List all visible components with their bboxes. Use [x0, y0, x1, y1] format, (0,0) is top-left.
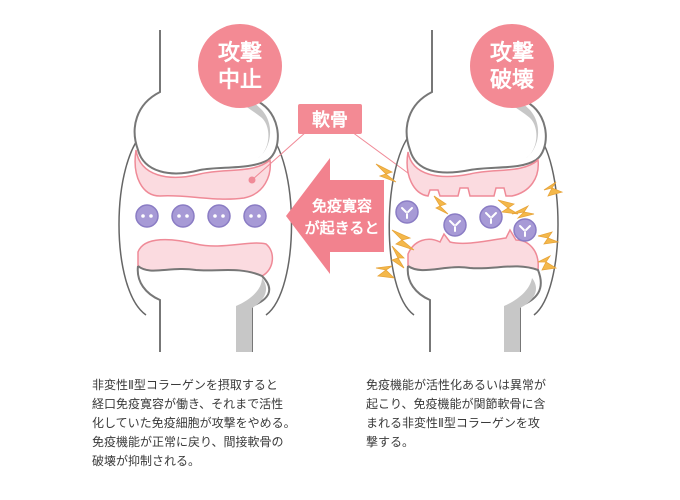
spark-icon [537, 231, 560, 245]
immune-cell [135, 204, 159, 228]
right-badge-line2: 破壊 [490, 67, 535, 93]
caption-line: 起こり、免疫機能が関節軟骨に含 [366, 397, 546, 411]
right-lower-bone-shade [504, 278, 536, 352]
arrow-label-line2: が起きると [305, 219, 380, 237]
left-badge-line1: 攻撃 [218, 40, 262, 66]
left-upper-cartilage [134, 149, 272, 200]
caption-line: 経口免疫寛容が働き、それまで活性 [92, 397, 284, 411]
left-badge-line2: 中止 [218, 68, 262, 93]
spark-icon [391, 229, 415, 251]
caption-line: 免疫機能が活性化あるいは異常が [366, 378, 547, 392]
spark-icon [433, 195, 449, 215]
spark-icon [497, 199, 519, 215]
caption-line: 免疫機能が正常に戻り、間接軟骨の [92, 435, 284, 449]
attack-sparks [375, 163, 564, 279]
right-lower-bone [406, 265, 542, 352]
immune-cell-active [443, 213, 467, 237]
spark-icon [543, 181, 564, 197]
right-caption: 免疫機能が活性化あるいは異常が 起こり、免疫機能が関節軟骨に含 まれる非変性Ⅱ型… [366, 376, 546, 452]
immune-cell [243, 204, 267, 228]
spark-icon [375, 163, 397, 183]
right-joint: 攻撃 破壊 [375, 24, 564, 352]
left-caption: 非変性Ⅱ型コラーゲンを摂取すると 経口免疫寛容が働き、それまで活性 化していた免… [92, 376, 296, 471]
caption-line: 撃する。 [366, 435, 415, 449]
tolerance-arrow: 免疫寛容 が起きると [286, 158, 384, 274]
left-badge: 攻撃 中止 [198, 24, 282, 108]
left-immune-cells [135, 204, 267, 228]
right-badge: 攻撃 破壊 [470, 24, 554, 108]
caption-line: 非変性Ⅱ型コラーゲンを摂取すると [92, 378, 278, 392]
caption-line: 破壊が抑制される。 [92, 454, 201, 468]
spark-icon [391, 245, 405, 269]
immune-cell-active [513, 218, 537, 242]
immune-cell [171, 204, 195, 228]
immune-cell [207, 204, 231, 228]
immune-cell-active [395, 200, 419, 224]
arrow-label-line1: 免疫寛容 [312, 197, 372, 215]
caption-line: まれる非変性Ⅱ型コラーゲンを攻 [366, 416, 540, 430]
cartilage-label: 軟骨 [312, 109, 348, 131]
spark-icon [511, 204, 535, 219]
spark-icon [375, 265, 396, 279]
left-lower-bone-shade [236, 278, 267, 352]
left-joint: 攻撃 中止 [118, 24, 293, 352]
cartilage-callout: 軟骨 [248, 104, 416, 184]
right-immune-cells [395, 200, 537, 242]
right-badge-line1: 攻撃 [490, 40, 534, 66]
spark-icon [537, 254, 558, 271]
right-upper-cartilage [406, 151, 539, 197]
caption-line: 化していた免疫細胞が攻撃をやめる。 [92, 416, 296, 430]
immune-cell-active [479, 205, 503, 229]
